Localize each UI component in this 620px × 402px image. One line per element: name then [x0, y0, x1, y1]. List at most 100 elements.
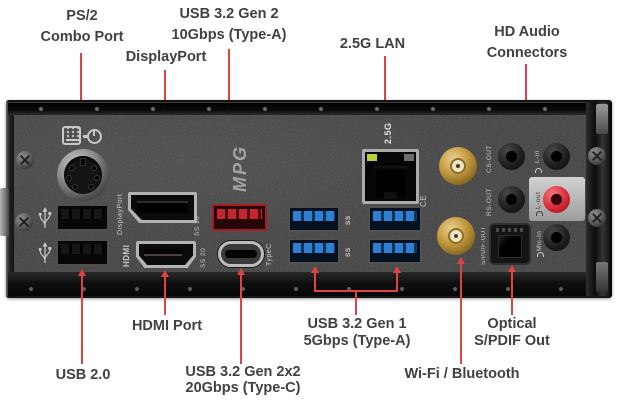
lan-led	[404, 154, 414, 161]
io-shield-top-rim	[8, 102, 608, 115]
label-line: 10Gbps (Type-A)	[171, 27, 287, 43]
label-optical-spdif: Optical S/PDIF Out	[453, 316, 571, 350]
ps2-pin	[66, 175, 72, 181]
sma-socket	[454, 234, 458, 238]
arrow-up-icon	[161, 270, 169, 277]
ps2-key-slot	[80, 158, 86, 166]
screw-icon	[588, 147, 606, 165]
usb-tongue	[373, 243, 417, 253]
callout-line-usb32-gen2x2	[240, 274, 242, 364]
label-wifi-bluetooth: Wi-Fi / Bluetooth	[391, 364, 533, 385]
lan-port	[362, 149, 419, 204]
headphone-icon	[535, 168, 542, 173]
typec-marking: TypeC	[266, 243, 273, 267]
keyboard-icon	[62, 126, 81, 145]
displayport-port	[128, 192, 197, 223]
ss10-marking: SS 10	[194, 215, 201, 237]
displayport-marking: DisplayPort	[117, 193, 124, 235]
arrow-up-icon	[393, 266, 401, 273]
usb2-port	[56, 239, 109, 266]
callout-line-wifi	[460, 263, 462, 364]
label-usb32-gen2x2: USB 3.2 Gen 2x2 20Gbps (Type-C)	[163, 364, 323, 396]
label-hd-audio: HD Audio Connectors	[468, 22, 586, 64]
io-shield-clip	[596, 104, 608, 134]
lan-led	[367, 154, 377, 161]
label-line: 2.5G LAN	[339, 36, 406, 52]
usb32-gen1-port	[368, 238, 422, 264]
label-line: Optical	[487, 316, 537, 332]
mouse-icon	[83, 129, 102, 144]
arrow-up-icon	[78, 269, 86, 276]
usb-tongue	[293, 243, 335, 253]
mpg-logo: MPG	[230, 144, 250, 192]
label-line: S/PDIF Out	[474, 333, 550, 349]
cs-out-jack	[498, 143, 525, 170]
ps2-pin	[69, 165, 75, 171]
ps2-pin	[94, 175, 100, 181]
usb-icon	[38, 242, 52, 263]
screw-icon	[15, 213, 33, 231]
usb-tongue	[293, 211, 335, 221]
label-ps2-combo-port: PS/2 Combo Port	[22, 6, 142, 48]
spdif-teeth	[496, 228, 524, 232]
callout-line-optical	[511, 271, 513, 315]
usb32-gen2-port	[212, 204, 267, 231]
spdif-marking: S/PDIF-OUT	[481, 226, 487, 266]
mic-in-jack	[543, 224, 570, 251]
usb-tongue	[373, 211, 417, 221]
callout-line-gen1-left	[314, 272, 316, 292]
ss-marking: SS	[345, 247, 352, 257]
label-line: USB 3.2 Gen 2x2	[185, 364, 301, 380]
label-line: HD Audio	[494, 24, 560, 40]
label-line: Combo Port	[40, 29, 124, 45]
typec-slot	[225, 250, 257, 258]
hdmi-marking: HDMI	[122, 244, 131, 268]
label-line: USB 2.0	[55, 367, 111, 383]
usb-tongue	[217, 209, 262, 219]
usb-tongue	[61, 209, 104, 219]
lan-speed-marking: 2.5G	[383, 122, 393, 144]
callout-line-gen1-right	[396, 272, 398, 292]
callout-stem-gen1	[355, 292, 357, 315]
cs-out-marking: CS-OUT	[486, 145, 493, 173]
ss-marking: SS	[345, 215, 352, 225]
rs-out-jack	[498, 186, 525, 213]
label-line: PS/2	[66, 8, 98, 24]
usb-icon	[38, 207, 52, 228]
io-shield-clip	[0, 188, 9, 236]
callout-line-usb20	[81, 275, 83, 364]
ps2-pin	[88, 184, 94, 190]
screw-icon	[588, 209, 606, 227]
usb32-gen1-port	[288, 238, 340, 264]
usb2-port	[56, 204, 109, 231]
usb-typec-port	[218, 241, 264, 267]
sma-socket	[456, 164, 460, 168]
label-line: Wi-Fi / Bluetooth	[404, 366, 520, 382]
label-usb20: USB 2.0	[23, 365, 143, 386]
line-out-jack	[543, 186, 570, 213]
usb32-gen1-port	[288, 206, 340, 232]
ps2-combo-port	[57, 149, 109, 201]
wifi-antenna-connector	[439, 147, 477, 185]
label-line: USB 3.2 Gen 1	[307, 316, 407, 332]
callout-line-ps2	[80, 53, 82, 119]
hdmi-port	[136, 241, 196, 268]
spdif-door	[498, 235, 522, 258]
io-shield-left-edge	[6, 102, 15, 296]
label-line: 5Gbps (Type-A)	[303, 333, 411, 349]
arrow-up-icon	[311, 266, 319, 273]
mic-icon	[537, 252, 544, 257]
label-25g-lan: 2.5G LAN	[315, 34, 430, 55]
lan-latch-slot	[384, 192, 397, 199]
hdmi-slot	[144, 249, 182, 256]
rivets	[38, 106, 598, 112]
ss20-marking: SS 20	[200, 247, 207, 269]
io-shield-bottom-rim	[8, 272, 608, 296]
headphone-icon	[536, 211, 543, 216]
label-line: 20Gbps (Type-C)	[185, 380, 301, 396]
rim-marks	[28, 286, 598, 292]
label-line: HDMI Port	[131, 318, 203, 334]
ps2-pin	[91, 165, 97, 171]
label-displayport: DisplayPort	[106, 47, 226, 68]
